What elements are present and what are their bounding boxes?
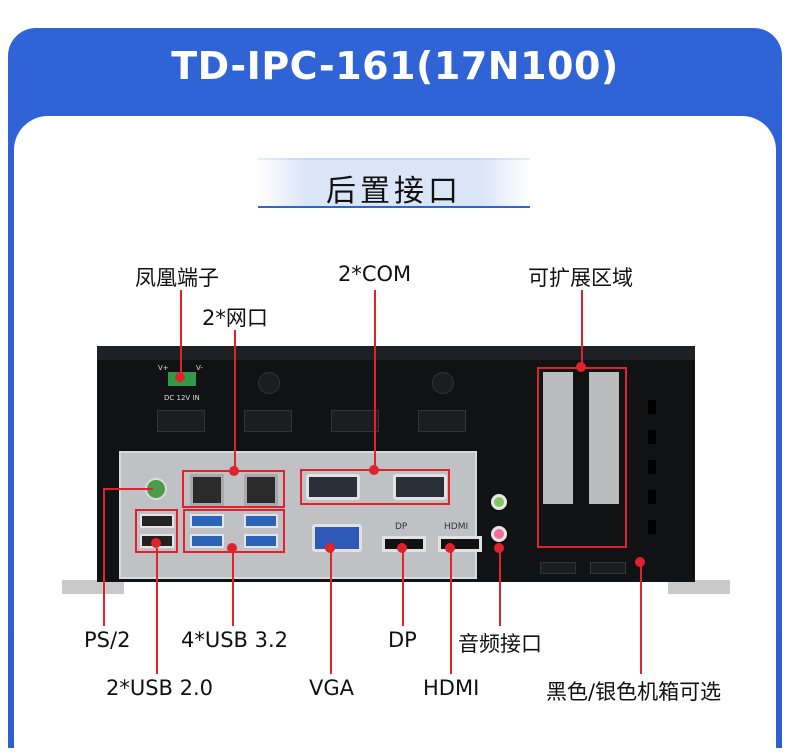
leader-hdmi [450,548,452,674]
hdmi-mark: HDMI [444,522,469,532]
label-expansion: 可扩展区域 [528,266,633,290]
leader-chassis [640,562,642,674]
label-phoenix: 凤凰端子 [135,266,219,290]
leader-usb20 [156,548,158,674]
vent-hole [648,490,656,504]
com-knockout [244,410,292,432]
expansion-slot-cover [589,372,619,504]
usb3-port [244,534,278,548]
callout-dot [229,466,239,476]
vent-hole [648,400,656,414]
vent-hole [648,460,656,474]
callout-box-expansion [537,367,627,548]
io-shield [119,451,477,579]
leader-lan [234,330,236,470]
rj45-port [190,474,224,506]
label-usb32: 4*USB 3.2 [181,628,289,652]
product-title: TD-IPC-161(17N100) [171,44,619,88]
vminus-mark: V- [196,364,203,372]
callout-dot [151,538,161,548]
mount-foot-right [668,580,730,594]
mic-in-jack [491,526,507,542]
callout-dot [175,372,185,382]
com-knockout [418,410,466,432]
com-port [306,474,360,500]
label-usb20: 2*USB 2.0 [106,676,214,700]
mount-foot-left [62,580,124,594]
chassis-top-edge [97,346,695,360]
slot-bracket [540,562,576,574]
subtitle-band [258,158,530,208]
antenna-knockout [258,372,280,394]
callout-dot [576,362,586,372]
usb3-port [244,514,278,528]
leader-com [374,290,376,470]
com-knockout [331,410,379,432]
leader-ps2 [103,488,105,626]
leader-audio [499,548,501,626]
com-knockout [157,410,205,432]
usb3-port [190,514,224,528]
vent-hole [648,430,656,444]
antenna-knockout [432,372,454,394]
label-ps2: PS/2 [84,628,131,652]
label-audio: 音频接口 [458,632,542,656]
leader-phoenix [180,290,182,378]
callout-dot [397,543,407,553]
leader-ps2-h [103,488,153,490]
callout-dot [227,543,237,553]
com-port [393,474,447,500]
dp-mark: DP [395,522,408,532]
callout-dot [635,557,645,567]
label-vga: VGA [309,676,355,700]
audio-out-jack [491,494,507,510]
callout-dot [369,465,379,475]
vplus-mark: V+ [158,364,169,372]
vent-hole [648,520,656,534]
callout-dot [325,543,335,553]
label-dp: DP [388,628,417,652]
usb3-port [190,534,224,548]
leader-dp [402,548,404,626]
leader-vga [330,548,332,674]
callout-dot [494,543,504,553]
section-subtitle: 后置接口 [326,174,462,209]
rj45-port [244,474,278,506]
label-com: 2*COM [338,262,412,286]
leader-expansion [581,290,583,368]
usb2-port [140,514,174,528]
label-chassis: 黑色/银色机箱可选 [546,680,722,704]
label-hdmi: HDMI [423,676,480,700]
label-lan: 2*网口 [202,306,268,330]
callout-dot [445,543,455,553]
dc-in-mark: DC 12V IN [164,394,200,402]
slot-bracket [590,562,626,574]
leader-usb32 [232,548,234,626]
expansion-slot-cover [543,372,573,504]
vga-port [312,524,362,552]
